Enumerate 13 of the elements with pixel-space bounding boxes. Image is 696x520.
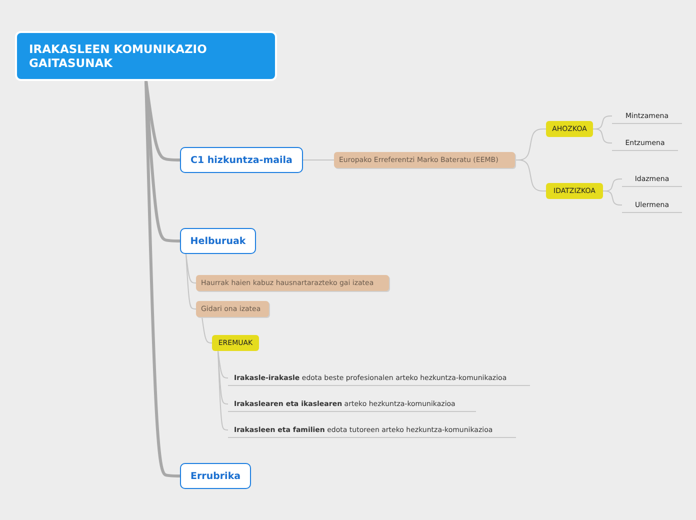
- connector-line: [144, 80, 180, 162]
- connector-line: [218, 350, 228, 430]
- connector-line: [202, 316, 212, 344]
- connector-line: [602, 190, 622, 206]
- topic-box: Errubrika: [180, 463, 251, 489]
- topic-box: Helburuak: [180, 228, 256, 254]
- connector-line: [592, 128, 612, 144]
- connector-line: [218, 350, 228, 378]
- connector-line: [514, 160, 546, 192]
- connector-line: [186, 254, 196, 284]
- central-topic: IRAKASLEEN KOMUNIKAZIO GAITASUNAK: [15, 31, 277, 81]
- connector-line: [186, 254, 196, 310]
- topic-box: C1 hizkuntza-maila: [180, 147, 303, 173]
